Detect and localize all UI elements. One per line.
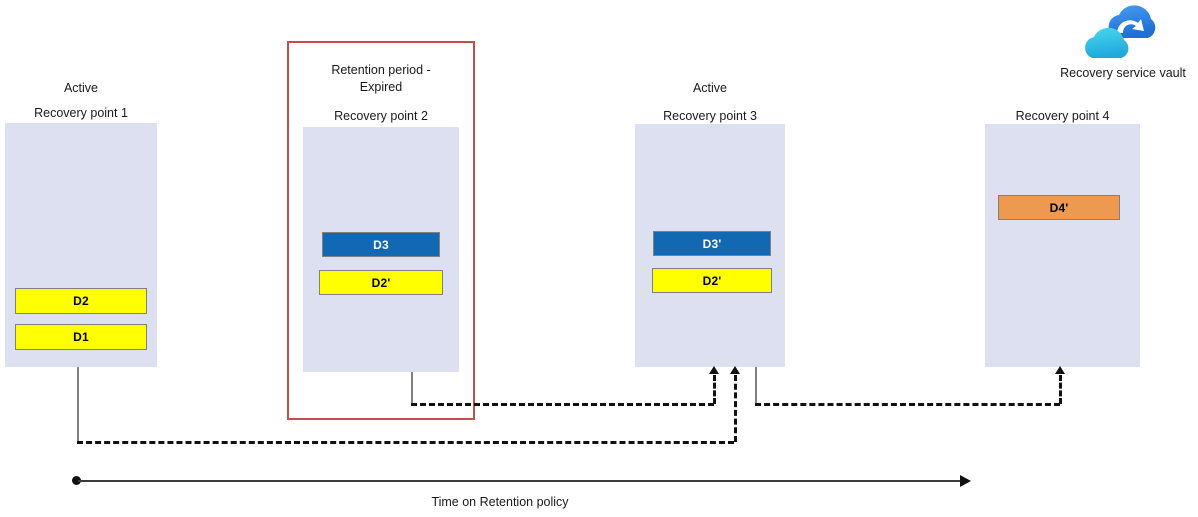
connector-rp3-to-rp4-horizontal: [755, 403, 1060, 406]
data-block-d4-prime: D4': [998, 195, 1120, 220]
cloud-sync-icon: [1085, 5, 1156, 58]
arrowhead-into-rp4: [1055, 366, 1065, 374]
recovery-point-3-box: D3' D2': [635, 124, 785, 367]
data-block-d2-prime-rp3: D2': [652, 268, 772, 293]
connector-rp2-stem: [411, 372, 413, 403]
vault-label: Recovery service vault: [1060, 66, 1186, 80]
recovery-point-1-box: D2 D1: [5, 123, 157, 367]
recovery-point-3-title: Recovery point 3: [663, 109, 757, 123]
recovery-point-4-box: D4': [985, 124, 1140, 367]
data-block-d3-prime: D3': [653, 231, 771, 256]
recovery-point-3-status: Active: [692, 81, 728, 95]
recovery-point-2-status: Retention period - Expired: [331, 63, 431, 94]
recovery-point-2-title: Recovery point 2: [334, 109, 428, 123]
connector-rp3-stem: [755, 367, 757, 403]
connector-rp2-to-rp3-vertical: [713, 375, 716, 404]
data-block-d2: D2: [15, 288, 147, 314]
data-block-d3: D3: [322, 232, 440, 257]
recovery-service-vault: Recovery service vault: [1060, 2, 1186, 80]
recovery-point-4-title: Recovery point 4: [1015, 109, 1110, 123]
timeline-caption: Time on Retention policy: [431, 495, 569, 509]
connector-rp1-to-rp3-vertical: [734, 375, 737, 442]
recovery-point-1-status: Active: [63, 81, 99, 95]
data-block-d1: D1: [15, 324, 147, 350]
arrowhead-into-rp3-a: [709, 366, 719, 374]
recovery-point-1-title: Recovery point 1: [34, 106, 128, 120]
recovery-point-2-box: D3 D2': [303, 127, 459, 372]
connector-rp1-to-rp3-horizontal: [77, 441, 734, 444]
data-block-d2-prime: D2': [319, 270, 443, 295]
connector-rp3-to-rp4-vertical: [1059, 375, 1062, 404]
timeline-arrowhead: [960, 475, 971, 487]
arrowhead-into-rp3-b: [730, 366, 740, 374]
connector-rp1-stem: [77, 367, 79, 441]
connector-rp2-to-rp3-horizontal: [411, 403, 714, 406]
expired-retention-frame: [287, 41, 475, 420]
timeline-axis: [78, 480, 962, 482]
timeline-start-dot: [72, 476, 81, 485]
